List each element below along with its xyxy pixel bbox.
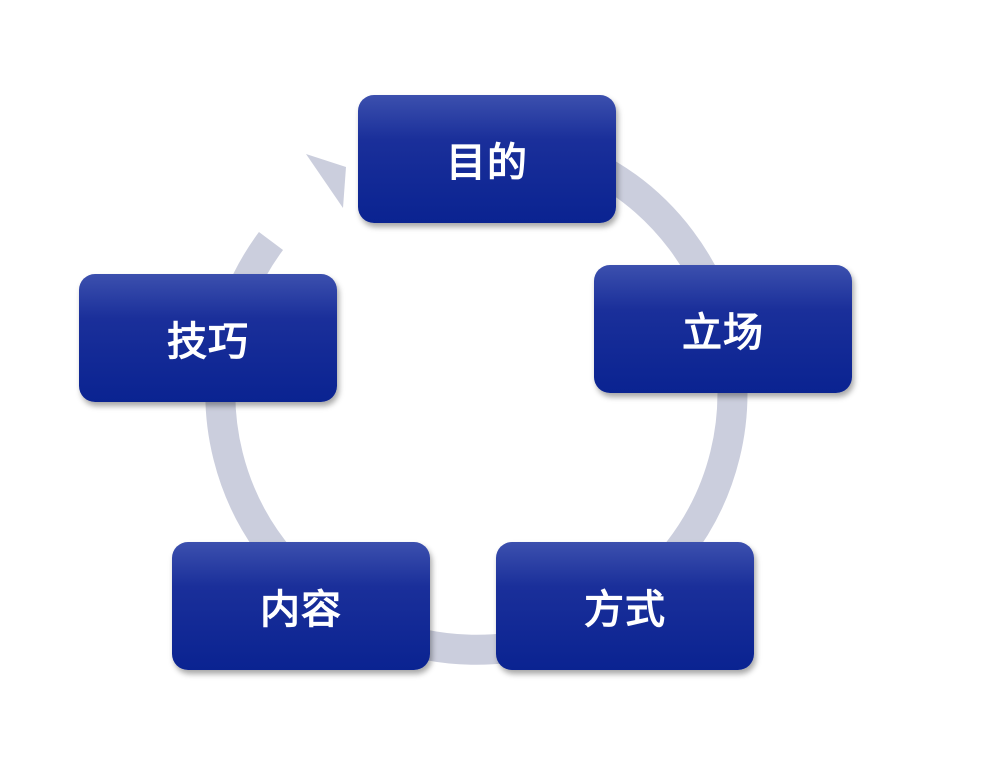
node-purpose-label: 目的 [446,140,528,186]
node-content: 内容 [172,542,430,670]
node-stance: 立场 [594,265,852,393]
node-method-label: 方式 [584,587,666,633]
node-skill: 技巧 [79,274,337,402]
node-method: 方式 [496,542,754,670]
cycle-arrowhead [306,154,346,208]
node-stance-label: 立场 [682,310,764,356]
node-skill-label: 技巧 [167,319,249,365]
node-purpose: 目的 [358,95,616,223]
node-content-label: 内容 [260,587,342,633]
